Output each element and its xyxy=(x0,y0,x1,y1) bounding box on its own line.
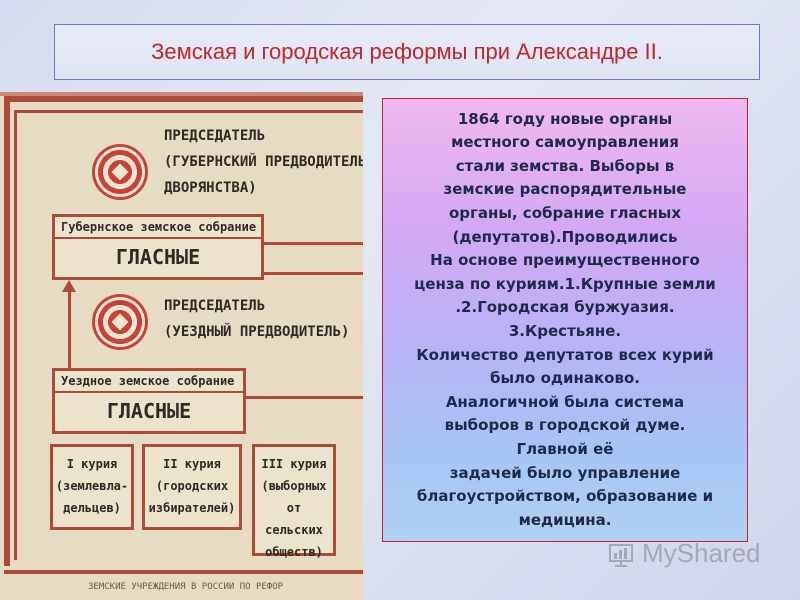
provincial-assembly-box: Губернское земское собрание ГЛАСНЫЕ xyxy=(52,214,264,280)
curia-1-desc-1: (землевла- xyxy=(55,479,129,493)
frame-left-inner xyxy=(14,110,17,560)
curia-2-desc-1: (городских xyxy=(155,479,229,493)
chairman-1-line-3: ДВОРЯНСТВА) xyxy=(164,180,257,196)
text-line: задачей было управление xyxy=(449,463,681,482)
connector-2 xyxy=(246,396,363,399)
bottom-bar xyxy=(4,570,363,574)
deputies-label-1: ГЛАСНЫЕ xyxy=(115,245,201,269)
arrow-line xyxy=(68,286,71,372)
provincial-assembly-label: Губернское земское собрание xyxy=(55,217,261,239)
frame-left xyxy=(4,96,10,566)
text-line: (депутатов).Проводились xyxy=(452,227,678,246)
title-box: Земская и городская реформы при Александ… xyxy=(54,24,760,80)
curia-1-box: I курия (землевла- дельцев) xyxy=(50,444,134,530)
curia-1-desc-2: дельцев) xyxy=(63,501,121,515)
curia-1-title: I курия xyxy=(66,457,118,471)
chairman-1-line-1: ПРЕДСЕДАТЕЛЬ xyxy=(164,128,266,144)
text-line: Количество депутатов всех курий xyxy=(416,345,714,364)
text-line: ценза по куриям.1.Крупные земли xyxy=(414,274,716,293)
deputies-label-2: ГЛАСНЫЕ xyxy=(106,399,192,423)
text-line: 3.Крестьяне. xyxy=(508,322,622,340)
curia-3-box: III курия (выборных от сельских обществ) xyxy=(252,444,336,559)
emblem-icon-2 xyxy=(92,294,148,350)
chairman-2-line-2: (УЕЗДНЫЙ ПРЕДВОДИТЕЛЬ) xyxy=(164,324,350,340)
watermark: MyShared xyxy=(608,538,761,569)
text-line: было одинаково. xyxy=(490,369,640,388)
text-line: .2.Городская буржуазия. xyxy=(455,298,675,317)
curia-3-desc-2: от сельских xyxy=(265,501,323,537)
curia-2-desc-2: избирателей) xyxy=(148,501,236,515)
text-line: Аналогичной была система xyxy=(445,392,685,411)
curia-3-desc-1: (выборных xyxy=(261,479,327,493)
text-line: выборов в городской думе. xyxy=(444,416,686,435)
district-assembly-box: Уездное земское собрание ГЛАСНЫЕ xyxy=(52,368,246,434)
connector-1 xyxy=(264,242,363,245)
frame-top xyxy=(4,96,363,102)
text-line: местного самоуправления xyxy=(451,133,679,152)
curia-3-desc-3: обществ) xyxy=(265,545,323,559)
curia-2-box: II курия (городских избирателей) xyxy=(142,444,242,530)
text-line: На основе преимущественного xyxy=(430,251,700,270)
curia-2-title: II курия xyxy=(163,457,221,471)
curia-3-title: III курия xyxy=(261,457,327,471)
text-body: 1864 году новые органы местного самоуправ… xyxy=(385,108,745,533)
text-line: 1864 году новые органы xyxy=(457,109,673,128)
text-line: Главной её xyxy=(516,439,614,458)
text-panel: 1864 году новые органы местного самоуправ… xyxy=(382,98,748,542)
frame-top-inner xyxy=(14,110,363,113)
scheme-footer: ЗЕМСКИЕ УЧРЕЖДЕНИЯ В РОССИИ ПО РЕФОР xyxy=(88,582,284,592)
chairman-2-line-1: ПРЕДСЕДАТЕЛЬ xyxy=(164,298,266,314)
scheme-image: ПРЕДСЕДАТЕЛЬ (ГУБЕРНСКИЙ ПРЕДВОДИТЕЛЬ ДВ… xyxy=(0,92,363,600)
text-line: органы, собрание гласных xyxy=(448,204,682,223)
watermark-icon xyxy=(609,543,633,567)
chairman-1-line-2: (ГУБЕРНСКИЙ ПРЕДВОДИТЕЛЬ xyxy=(164,154,363,170)
watermark-text: MyShared xyxy=(642,538,761,568)
arrow-up-icon xyxy=(62,280,76,292)
text-line: благоустройством, образование и xyxy=(416,487,714,506)
connector-1b xyxy=(264,272,363,275)
district-assembly-label: Уездное земское собрание xyxy=(55,371,243,393)
text-line: земские распорядительные xyxy=(443,180,687,199)
slide-title: Земская и городская реформы при Александ… xyxy=(151,39,663,64)
emblem-icon xyxy=(92,144,148,200)
text-line: медицина. xyxy=(518,510,612,529)
text-line: стали земства. Выборы в xyxy=(455,156,675,175)
